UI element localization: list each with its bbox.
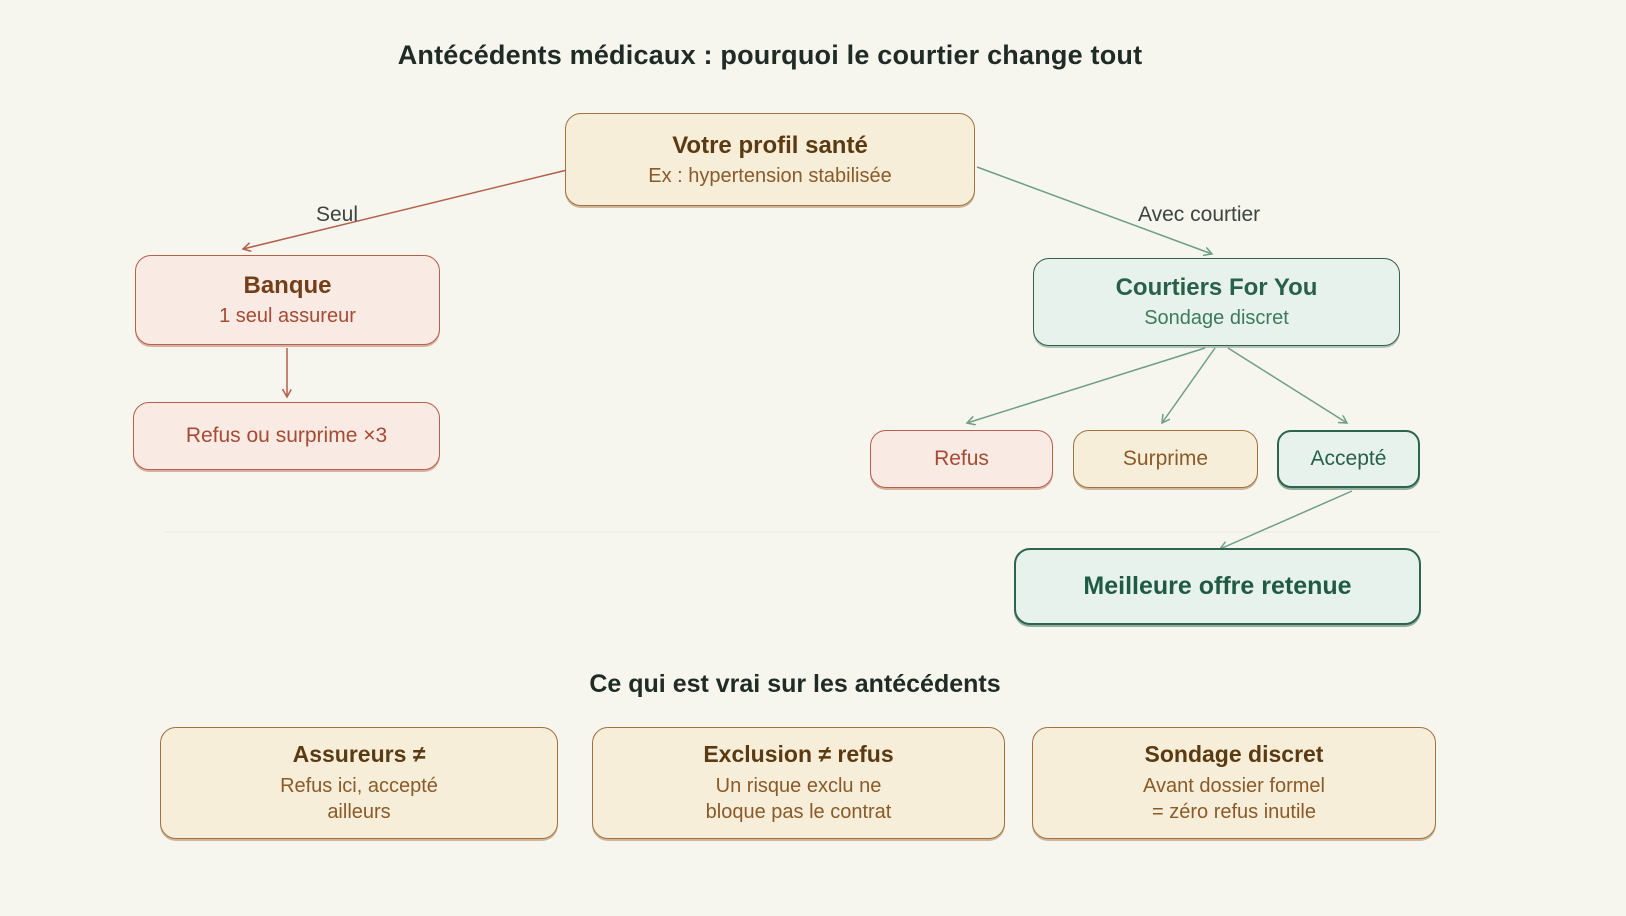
node-meilleure-offre: Meilleure offre retenue bbox=[1014, 548, 1421, 625]
fact-card-body: Avant dossier formel = zéro refus inutil… bbox=[1143, 775, 1325, 823]
node-outcome-refus: Refus bbox=[870, 430, 1053, 488]
arrow-accepte-to-final bbox=[1220, 490, 1353, 549]
node-courtiers-subtitle: Sondage discret bbox=[1144, 307, 1289, 329]
arrow-broker-to-surprime bbox=[1162, 347, 1216, 423]
arrow-broker-to-accepte bbox=[1227, 347, 1347, 423]
node-courtiers-for-you: Courtiers For You Sondage discret bbox=[1033, 258, 1400, 346]
node-outcome-accepte: Accepté bbox=[1277, 430, 1420, 488]
fact-card-body: Un risque exclu ne bloque pas le contrat bbox=[705, 775, 892, 823]
edge-label-seul: Seul bbox=[316, 203, 359, 226]
fact-card-title: Exclusion ≠ refus bbox=[703, 741, 894, 767]
fact-card-title: Assureurs ≠ bbox=[292, 741, 426, 767]
section-heading: Ce qui est vrai sur les antécédents bbox=[589, 670, 1001, 698]
fact-card-title: Sondage discret bbox=[1144, 741, 1324, 767]
edge-label-avec-courtier: Avec courtier bbox=[1138, 203, 1261, 226]
node-outcome-surprime: Surprime bbox=[1073, 430, 1258, 488]
node-refus-surprime: Refus ou surprime ×3 bbox=[133, 402, 440, 470]
page-title: Antécédents médicaux : pourquoi le court… bbox=[397, 40, 1143, 70]
fact-card-sondage: Sondage discret Avant dossier formel = z… bbox=[1032, 727, 1436, 839]
fact-card-body: Refus ici, accepté ailleurs bbox=[280, 775, 438, 823]
node-courtiers-title: Courtiers For You bbox=[1115, 274, 1318, 301]
node-profil-subtitle: Ex : hypertension stabilisée bbox=[648, 164, 892, 187]
fact-card-exclusion: Exclusion ≠ refus Un risque exclu ne blo… bbox=[592, 727, 1005, 839]
arrow-broker-to-refus bbox=[967, 347, 1206, 423]
node-profil-sante: Votre profil santé Ex : hypertension sta… bbox=[565, 113, 975, 206]
node-profil-title: Votre profil santé bbox=[672, 131, 868, 159]
node-banque-subtitle: 1 seul assureur bbox=[219, 305, 356, 327]
arrow-root-to-bank bbox=[243, 169, 568, 249]
node-banque-title: Banque bbox=[243, 272, 332, 299]
fact-card-assureurs: Assureurs ≠ Refus ici, accepté ailleurs bbox=[160, 727, 558, 839]
node-banque: Banque 1 seul assureur bbox=[135, 255, 440, 345]
